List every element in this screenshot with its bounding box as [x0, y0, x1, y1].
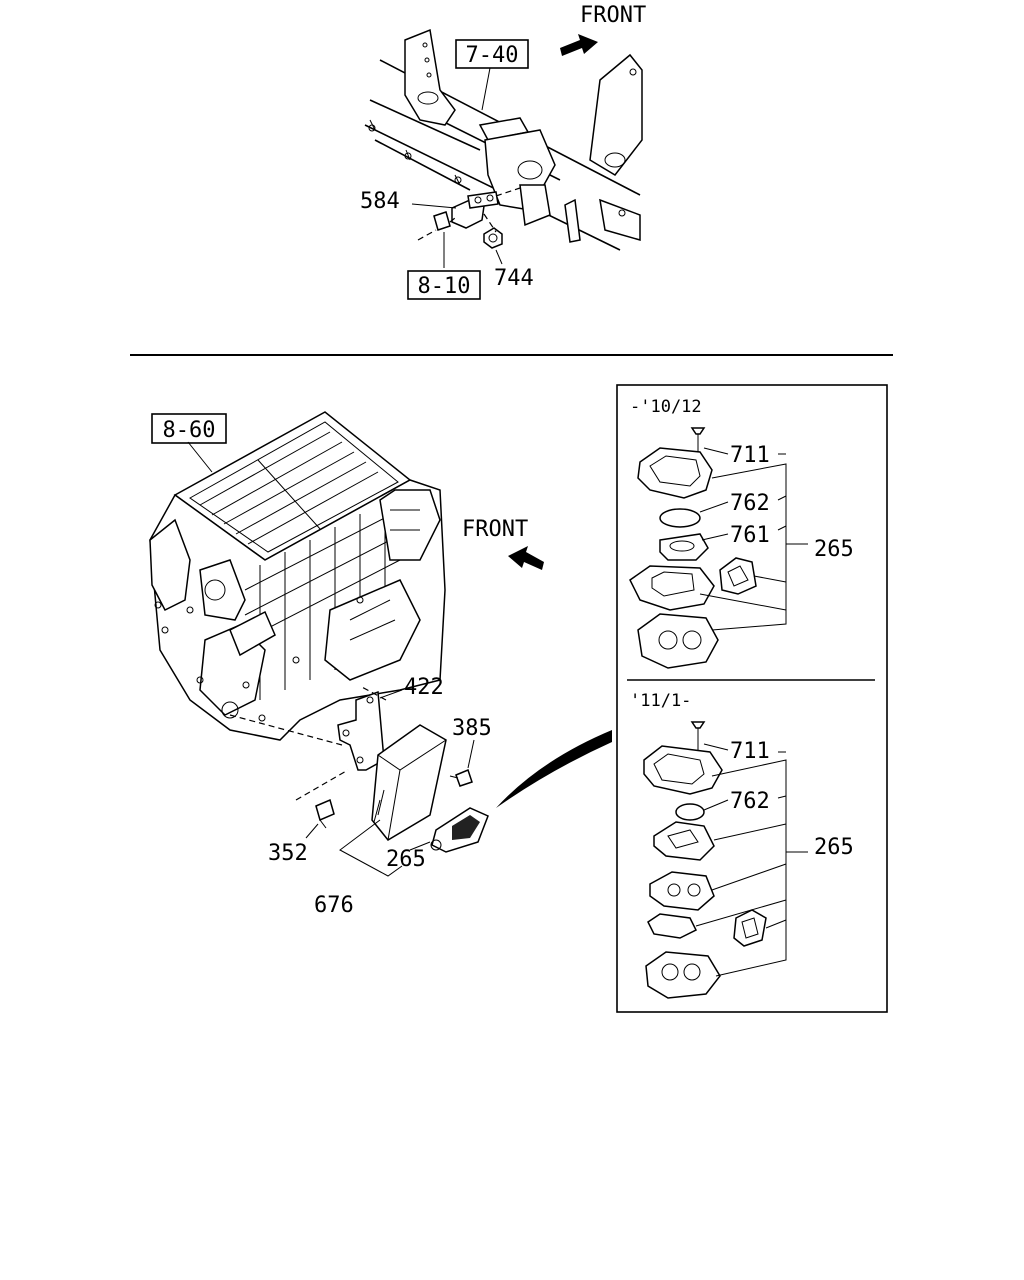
- leader-385: [467, 739, 475, 769]
- inset-lower-part-762: 762: [730, 789, 770, 814]
- ref-box-8-60: [151, 413, 227, 444]
- leader-352: [305, 823, 319, 839]
- cross-beam-assembly: [364, 28, 643, 251]
- leader-676: [339, 819, 403, 877]
- ref-box-8-10: [407, 270, 481, 300]
- part-number-385: 385: [452, 716, 492, 741]
- key-fob-parts-lower: [643, 721, 767, 999]
- ref-label-8-10: 8-10: [418, 274, 471, 299]
- leader-7-40: [481, 67, 491, 111]
- inset-lower-leaders: [695, 743, 808, 977]
- inset-upper-part-762: 762: [730, 491, 770, 516]
- part-number-265: 265: [386, 847, 426, 872]
- leader-584: [411, 203, 457, 209]
- inset-lower-part-265: 265: [814, 835, 854, 860]
- leader-265-main: [409, 841, 431, 851]
- inset-upper-leaders: [699, 447, 808, 631]
- front-label-bottom: FRONT: [462, 517, 528, 542]
- key-fob-parts-upper: [629, 427, 757, 669]
- inset-upper-part-265: 265: [814, 537, 854, 562]
- leader-422: [379, 689, 403, 699]
- part-number-676: 676: [314, 893, 354, 918]
- control-module-assembly: [229, 685, 489, 853]
- inset-upper-period: -'10/12: [630, 397, 702, 417]
- hvac-unit: [149, 411, 446, 741]
- ref-label-7-40: 7-40: [466, 43, 519, 68]
- leader-8-60: [187, 441, 213, 473]
- ref-box-7-40: [455, 39, 529, 69]
- part-number-422: 422: [404, 675, 444, 700]
- inset-upper-part-761: 761: [730, 523, 770, 548]
- ref-label-8-60: 8-60: [163, 418, 216, 443]
- inset-upper-part-711: 711: [730, 443, 770, 468]
- inset-lower-period: '11/1-: [630, 691, 691, 711]
- part-number-744: 744: [494, 266, 534, 291]
- inset-box: [616, 384, 888, 1013]
- front-arrow-bottom: [508, 546, 544, 570]
- front-label-top: FRONT: [580, 3, 646, 28]
- part-number-352: 352: [268, 841, 308, 866]
- inset-lower-part-711: 711: [730, 739, 770, 764]
- part-number-584: 584: [360, 189, 400, 214]
- leader-744: [495, 249, 503, 265]
- front-arrow-top: [560, 34, 598, 56]
- inset-pointer: [496, 730, 612, 808]
